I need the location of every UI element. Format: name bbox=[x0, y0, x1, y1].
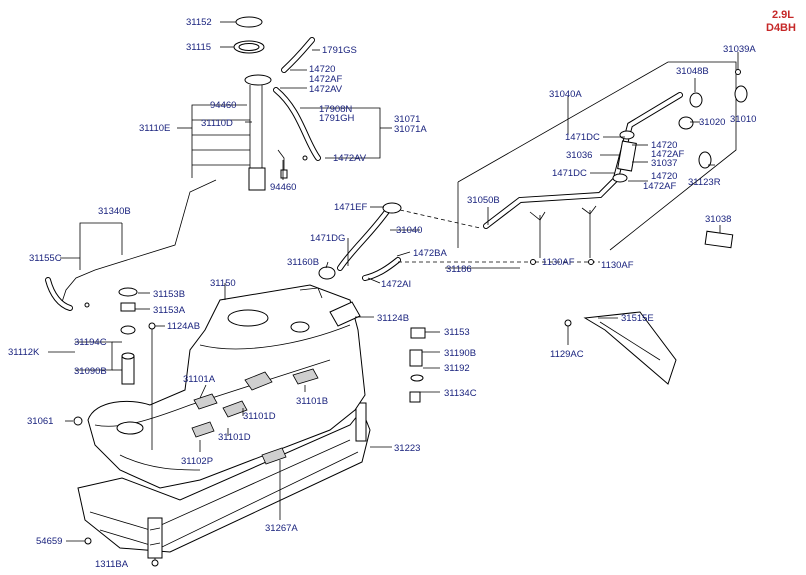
part-label: 31150 bbox=[210, 278, 236, 289]
fuel-pump-components bbox=[329, 301, 426, 403]
part-label: 1472AF bbox=[643, 181, 676, 192]
filler-neck-hoses bbox=[299, 85, 748, 299]
part-label: 31110D bbox=[201, 118, 233, 129]
part-label: 31192 bbox=[444, 363, 470, 374]
part-label: 94460 bbox=[210, 100, 236, 111]
part-label: 31020 bbox=[699, 117, 725, 128]
part-label: 31102P bbox=[181, 456, 213, 467]
part-label: 14720 bbox=[651, 140, 677, 151]
part-label: 31134C bbox=[444, 388, 477, 399]
part-label: 1124AB bbox=[167, 321, 200, 332]
part-label: 1471DC bbox=[565, 132, 600, 143]
part-label: 31040 bbox=[396, 225, 422, 236]
part-label: 31036 bbox=[566, 150, 592, 161]
part-label: 17908N bbox=[319, 104, 352, 115]
part-label: 1472AI bbox=[381, 279, 411, 290]
part-label: 14720 bbox=[651, 171, 677, 182]
filler-assembly-frame bbox=[457, 61, 737, 251]
part-label: 31153 bbox=[444, 327, 470, 338]
part-label: 1471DG bbox=[310, 233, 345, 244]
fuel-sender-unit bbox=[233, 16, 321, 191]
part-label: 31101D bbox=[243, 411, 276, 422]
part-label: 1129AC bbox=[550, 349, 584, 360]
part-label: 31112K bbox=[8, 347, 40, 358]
part-label: 31153B bbox=[153, 289, 185, 300]
fuel-tank bbox=[87, 284, 366, 489]
part-label: 1791GS bbox=[322, 45, 357, 56]
part-label: 31010 bbox=[730, 114, 756, 125]
part-labels: 31152 31115 1791GS 14720 1472AF 1472AV 9… bbox=[8, 17, 756, 570]
engine-displacement: 2.9L bbox=[772, 9, 794, 21]
part-label: 31038 bbox=[705, 214, 731, 225]
part-label: 31110E bbox=[139, 123, 170, 134]
part-label: 31050B bbox=[467, 195, 500, 206]
part-label: 1471EF bbox=[334, 202, 367, 213]
part-label: 1311BA bbox=[95, 559, 129, 570]
part-label: 1472BA bbox=[413, 248, 447, 259]
heat-shield bbox=[583, 311, 677, 385]
part-label: 31155C bbox=[29, 253, 62, 264]
part-label: 31040A bbox=[549, 89, 582, 100]
part-label: 1130AF bbox=[601, 260, 634, 271]
part-label: 31101A bbox=[183, 374, 216, 385]
leader-lines bbox=[48, 21, 739, 563]
part-label: 31048B bbox=[676, 66, 709, 77]
part-label: 31101D bbox=[218, 432, 251, 443]
part-label: 31160B bbox=[287, 257, 319, 268]
engine-code: D4BH bbox=[766, 22, 796, 34]
part-label: 31515E bbox=[621, 313, 654, 324]
part-label: 31194C bbox=[74, 337, 107, 348]
part-label: 31124B bbox=[377, 313, 409, 324]
part-label: 31152 bbox=[186, 17, 212, 28]
part-label: 31153A bbox=[153, 305, 186, 316]
part-label: 31039A bbox=[723, 44, 756, 55]
fastener-bolts bbox=[73, 69, 741, 567]
part-label: 31071 bbox=[394, 114, 420, 125]
part-label: 1130AF bbox=[542, 257, 575, 268]
part-label: 1472AV bbox=[333, 153, 367, 164]
part-label: 31186 bbox=[446, 264, 472, 275]
part-label: 94460 bbox=[270, 182, 296, 193]
part-label: 31061 bbox=[27, 416, 53, 427]
part-label: 31340B bbox=[98, 206, 131, 217]
part-label: 31223 bbox=[394, 443, 420, 454]
part-label: 14720 bbox=[309, 64, 335, 75]
tank-insulator-pads bbox=[191, 368, 319, 465]
part-label: 31090B bbox=[74, 366, 107, 377]
part-label: 1471DC bbox=[552, 168, 587, 179]
part-label: 31037 bbox=[651, 158, 677, 169]
part-label: 31123R bbox=[688, 177, 721, 188]
vapor-tube bbox=[45, 179, 217, 311]
part-label: 1472AV bbox=[309, 84, 343, 95]
part-label: 1791GH bbox=[319, 113, 355, 124]
part-label: 1472AF bbox=[309, 74, 342, 85]
fuel-filter-assembly bbox=[118, 287, 138, 385]
part-label: 31115 bbox=[186, 42, 211, 53]
part-label: 1472AF bbox=[651, 149, 684, 160]
part-label: 31190B bbox=[444, 348, 476, 359]
tank-skid-plate bbox=[77, 402, 371, 559]
part-label: 31101B bbox=[296, 396, 328, 407]
part-label: 54659 bbox=[36, 536, 62, 547]
part-label: 31267A bbox=[265, 523, 298, 534]
part-label: 31071A bbox=[394, 124, 427, 135]
